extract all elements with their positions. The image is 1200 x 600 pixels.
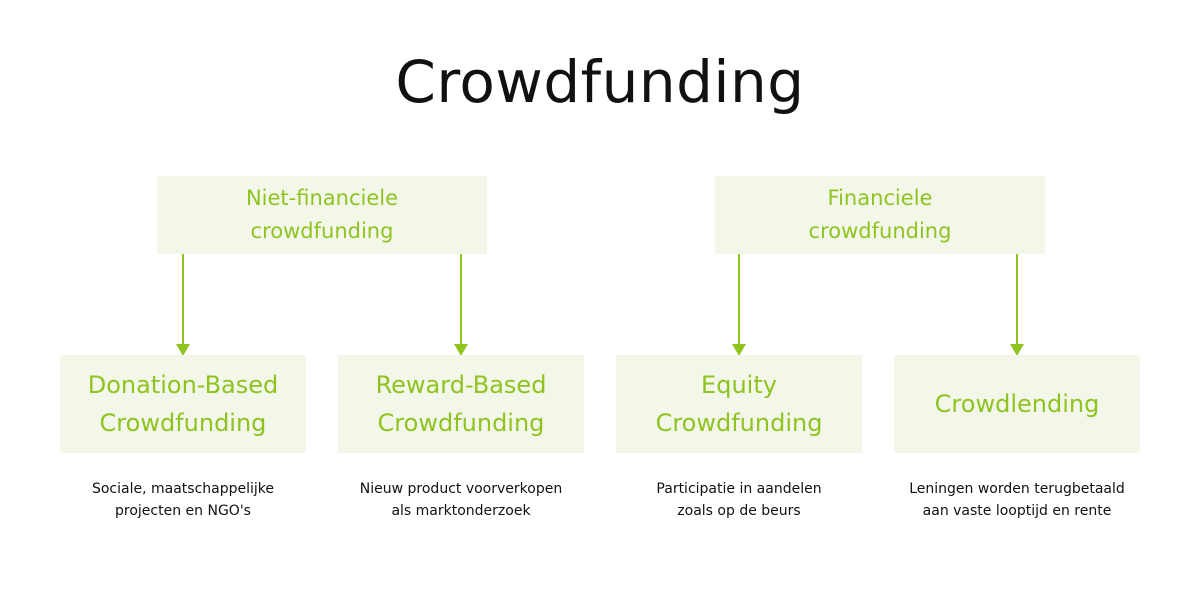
arrow-to-reward [454,254,468,356]
diagram-title: Crowdfunding [395,48,805,116]
description-donation-based: Sociale, maatschappelijke projecten en N… [91,481,275,519]
type-box-crowdlending: Crowdlending [894,355,1140,453]
category-box-non-financial: Niet-financiele crowdfunding [157,176,487,254]
description-equity: Participatie in aandelen zoals op de beu… [656,481,822,519]
type-label-donation-based: Donation-Based Crowdfunding [87,371,279,437]
arrow-to-donation [176,254,190,356]
type-label-equity: Equity Crowdfunding [655,371,823,437]
type-label-crowdlending: Crowdlending [934,390,1100,418]
type-box-donation-based: Donation-Based Crowdfunding [60,355,306,453]
description-reward-based: Nieuw product voorverkopen als marktonde… [359,481,563,519]
description-crowdlending: Leningen worden terugbetaald aan vaste l… [909,481,1125,519]
type-box-reward-based: Reward-Based Crowdfunding [338,355,584,453]
type-box-equity: Equity Crowdfunding [616,355,862,453]
arrow-to-crowdlending [1010,254,1024,356]
arrow-to-equity [732,254,746,356]
category-box-financial: Financiele crowdfunding [715,176,1045,254]
category-label-financial: Financiele crowdfunding [808,186,952,243]
type-label-reward-based: Reward-Based Crowdfunding [375,371,547,437]
category-label-non-financial: Niet-financiele crowdfunding [245,186,399,243]
